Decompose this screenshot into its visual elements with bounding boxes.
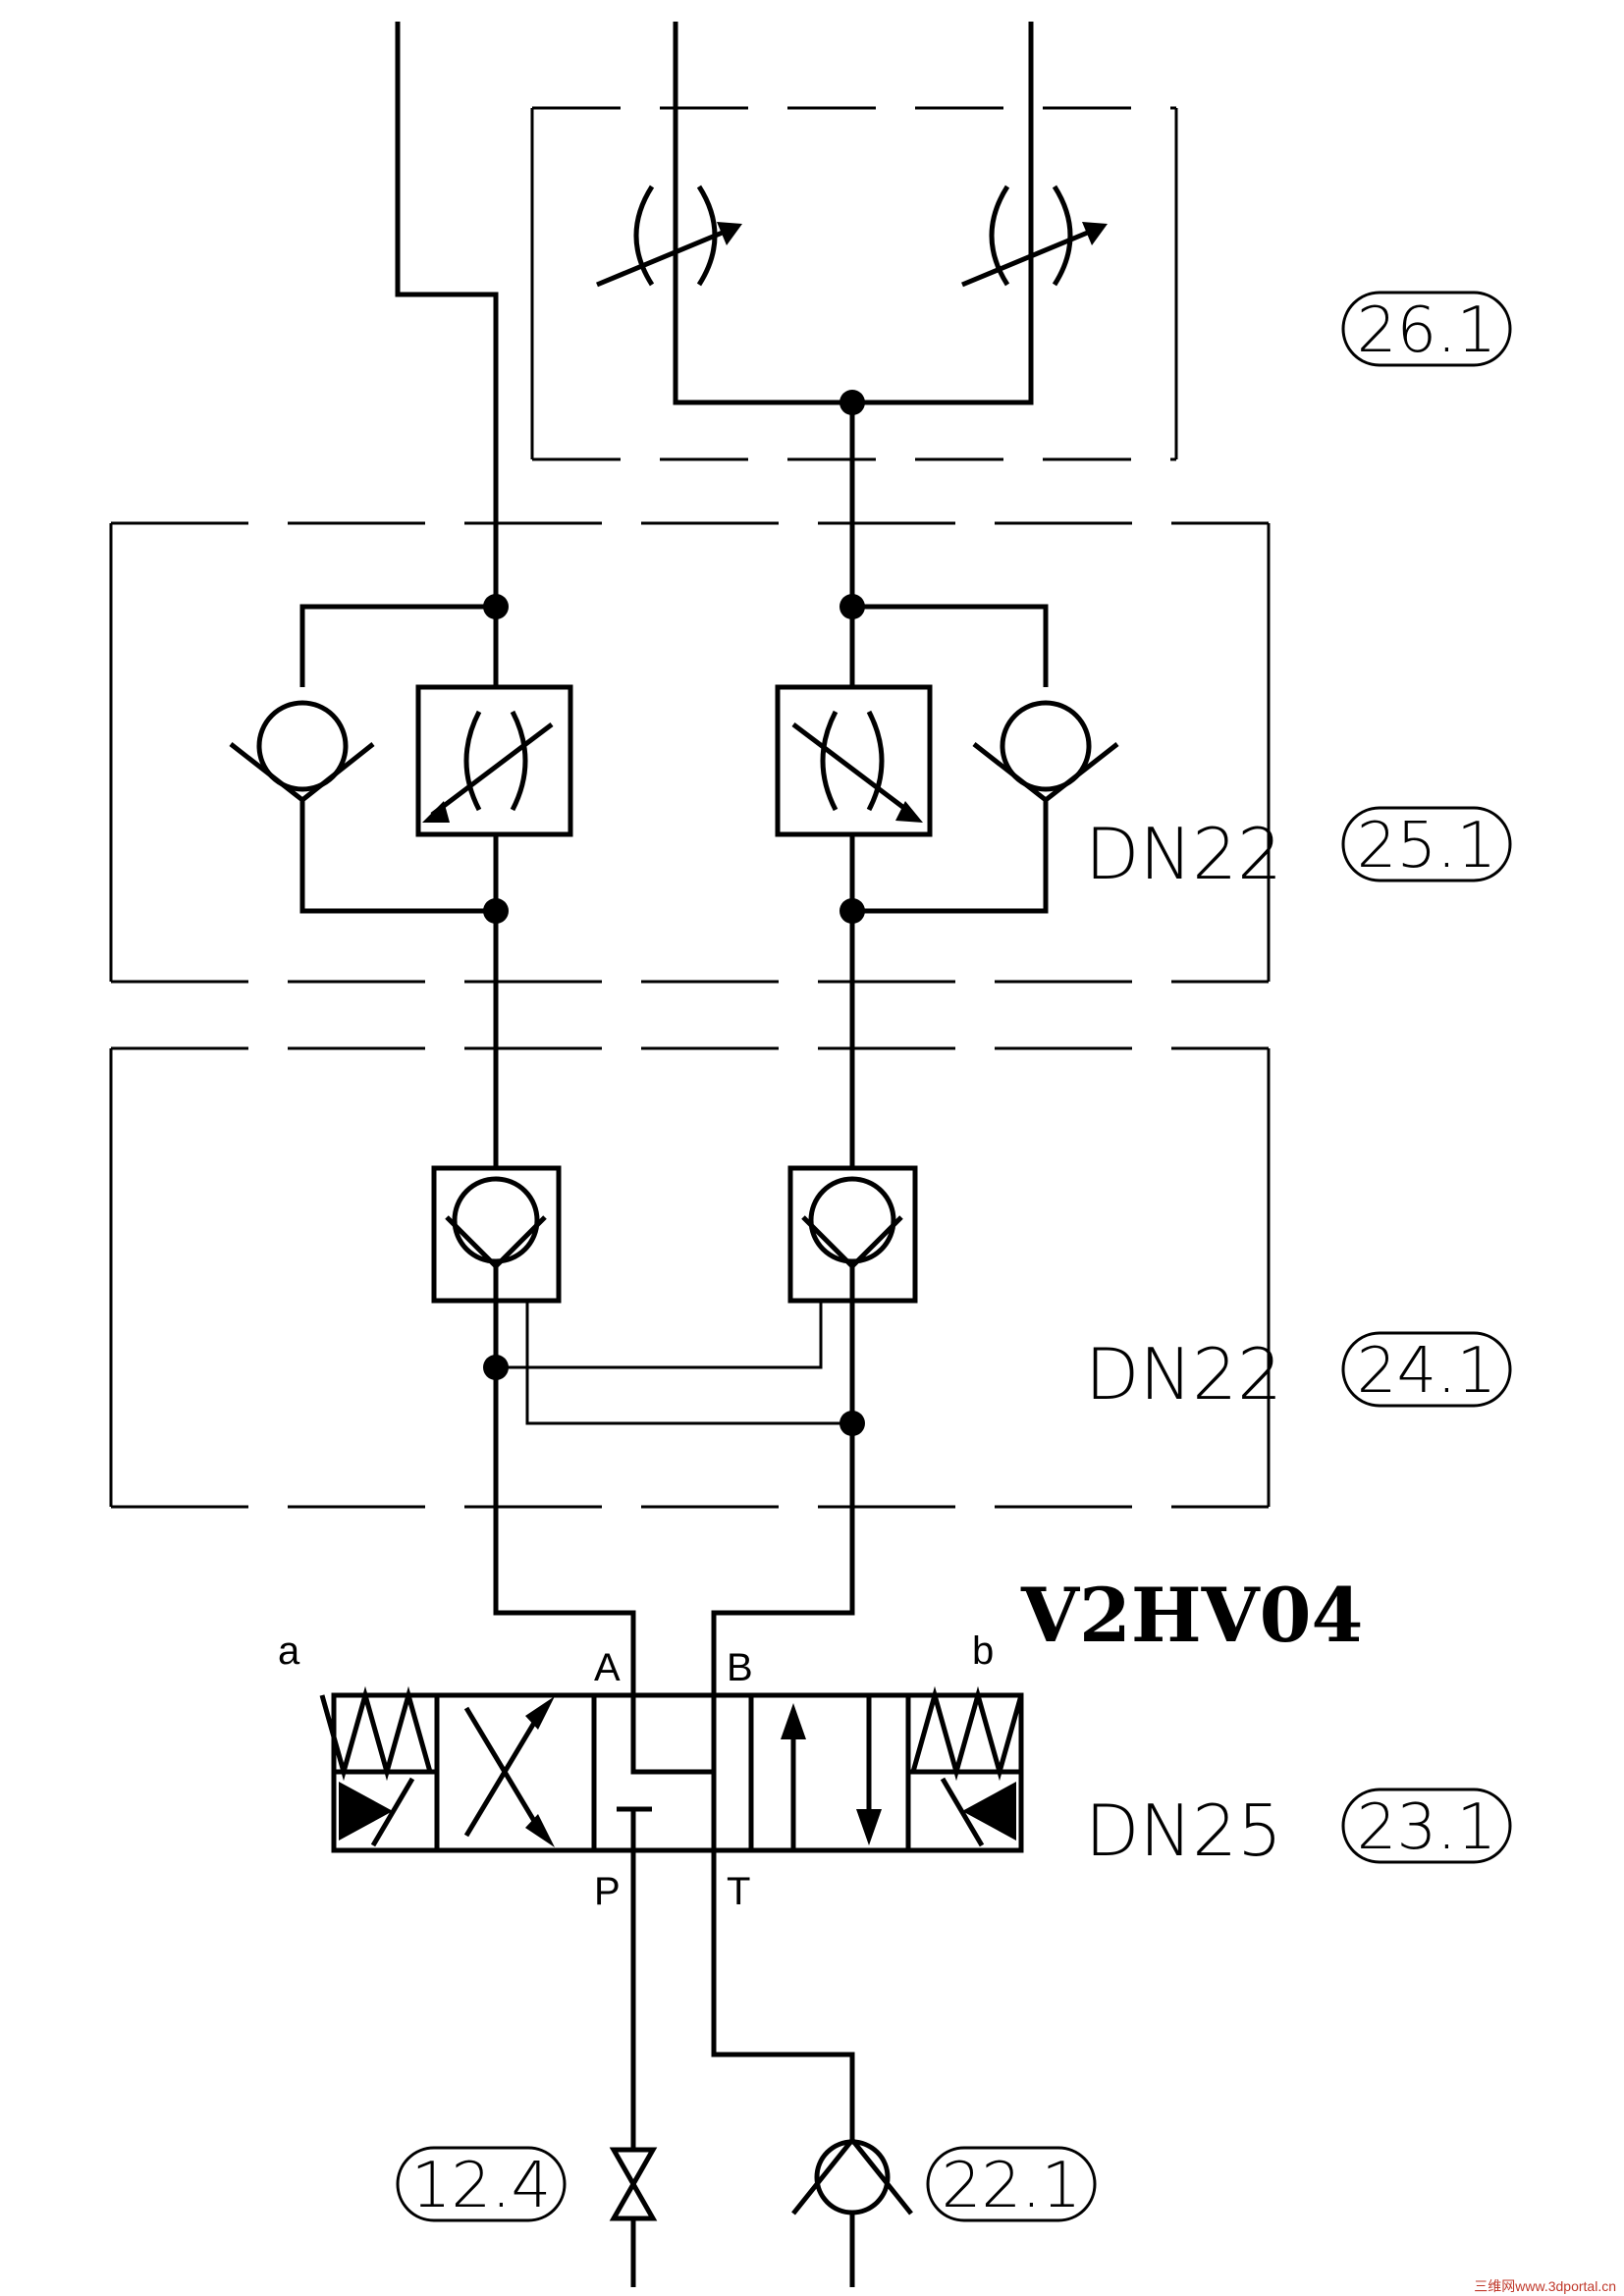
balloon-25-1: 25.1: [1341, 806, 1512, 882]
model-label: V2HV04: [1020, 1572, 1363, 1659]
main-line-right: [673, 22, 1034, 1695]
module-boundary-25-1: [109, 521, 1271, 984]
svg-text:23.1: 23.1: [1357, 1791, 1497, 1864]
port-label-T: T: [727, 1870, 750, 1913]
pilot-check-left: [431, 1165, 852, 1425]
size-label-23-1: DN25: [1085, 1789, 1282, 1872]
directional-valve: [319, 1685, 1024, 1853]
size-label-25-1: DN22: [1085, 813, 1282, 895]
pilot-check-right: [496, 1165, 918, 1436]
svg-text:25.1: 25.1: [1357, 810, 1497, 882]
port-label-a: a: [278, 1629, 300, 1673]
watermark: 三维网www.3dportal.cn: [1474, 2278, 1616, 2294]
size-label-24-1: DN22: [1085, 1333, 1282, 1415]
balloon-22-1: 22.1: [926, 2146, 1097, 2222]
balloon-26-1: 26.1: [1341, 291, 1512, 367]
throttle-check-right: [775, 594, 1119, 924]
svg-text:26.1: 26.1: [1357, 294, 1497, 367]
throttle-check-left: [229, 594, 573, 924]
svg-text:22.1: 22.1: [942, 2150, 1082, 2222]
main-line-left: [395, 22, 636, 1695]
port-label-A: A: [594, 1646, 621, 1689]
svg-text:24.1: 24.1: [1357, 1335, 1497, 1408]
port-label-B: B: [727, 1646, 753, 1689]
throttle-icon: [596, 185, 742, 288]
balloon-12-4: 12.4: [396, 2146, 567, 2222]
junction-dot: [839, 390, 865, 415]
balloon-23-1: 23.1: [1341, 1788, 1512, 1864]
port-label-P: P: [594, 1870, 621, 1913]
balloon-24-1: 24.1: [1341, 1331, 1512, 1408]
throttle-icon: [961, 185, 1108, 288]
module-boundary-24-1: [109, 1046, 1271, 1509]
port-label-b: b: [972, 1629, 994, 1673]
svg-text:12.4: 12.4: [411, 2150, 552, 2222]
tank-line: [711, 1850, 913, 2287]
pressure-line: [609, 1850, 658, 2287]
